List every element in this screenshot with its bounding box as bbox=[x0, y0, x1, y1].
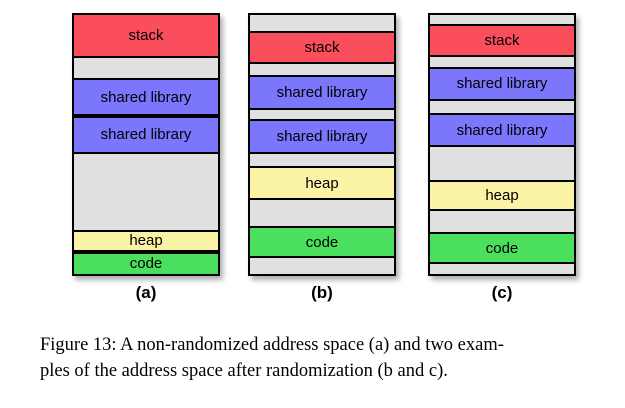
memory-segment-shlib: shared library bbox=[250, 74, 394, 110]
column-label-b: (b) bbox=[311, 283, 333, 302]
memory-segment-stack: stack bbox=[430, 23, 574, 57]
memory-segment-free-space bbox=[250, 258, 394, 274]
column-label-a: (a) bbox=[135, 283, 157, 302]
memory-segment-free-space bbox=[74, 153, 218, 230]
memory-segment-free-space bbox=[430, 15, 574, 24]
memory-segment-heap: heap bbox=[250, 166, 394, 201]
memory-segment-shlib: shared library bbox=[74, 78, 218, 116]
memory-segment-stack: stack bbox=[74, 15, 218, 58]
memory-segment-free-space bbox=[430, 100, 574, 114]
memory-segment-shlib: shared library bbox=[74, 116, 218, 154]
column-label-c: (c) bbox=[491, 283, 513, 302]
memory-segment-stack: stack bbox=[250, 30, 394, 65]
memory-box-b: stack shared library shared library heap cod… bbox=[248, 13, 396, 276]
memory-box-c: stack shared library shared library heap cod… bbox=[428, 13, 576, 276]
memory-segment-free-space bbox=[250, 109, 394, 119]
memory-segment-code: code bbox=[430, 232, 574, 264]
memory-segment-free-space bbox=[250, 64, 394, 75]
memory-segment-shlib: shared library bbox=[430, 113, 574, 148]
caption-line-2: ples of the address space after randomiz… bbox=[40, 361, 448, 381]
caption-line-1: Figure 13: A non-randomized address spac… bbox=[40, 335, 504, 355]
memory-segment-free-space bbox=[250, 200, 394, 226]
memory-column-b: stack shared library shared library heap cod… bbox=[248, 13, 396, 276]
memory-segment-code: code bbox=[74, 251, 218, 274]
memory-segment-free-space bbox=[250, 153, 394, 167]
memory-segment-heap: heap bbox=[74, 229, 218, 252]
memory-segment-free-space bbox=[430, 147, 574, 180]
memory-segment-free-space bbox=[430, 56, 574, 67]
figure-caption: Figure 13: A non-randomized address spac… bbox=[40, 332, 585, 384]
memory-segment-free-space bbox=[250, 15, 394, 31]
memory-segment-code: code bbox=[250, 226, 394, 259]
memory-segment-free-space bbox=[74, 57, 218, 79]
memory-segment-free-space bbox=[430, 263, 574, 274]
memory-segment-free-space bbox=[430, 211, 574, 233]
memory-segment-heap: heap bbox=[430, 179, 574, 212]
memory-segment-shlib: shared library bbox=[250, 118, 394, 154]
memory-column-c: stack shared library shared library heap cod… bbox=[428, 13, 576, 276]
memory-segment-shlib: shared library bbox=[430, 66, 574, 101]
